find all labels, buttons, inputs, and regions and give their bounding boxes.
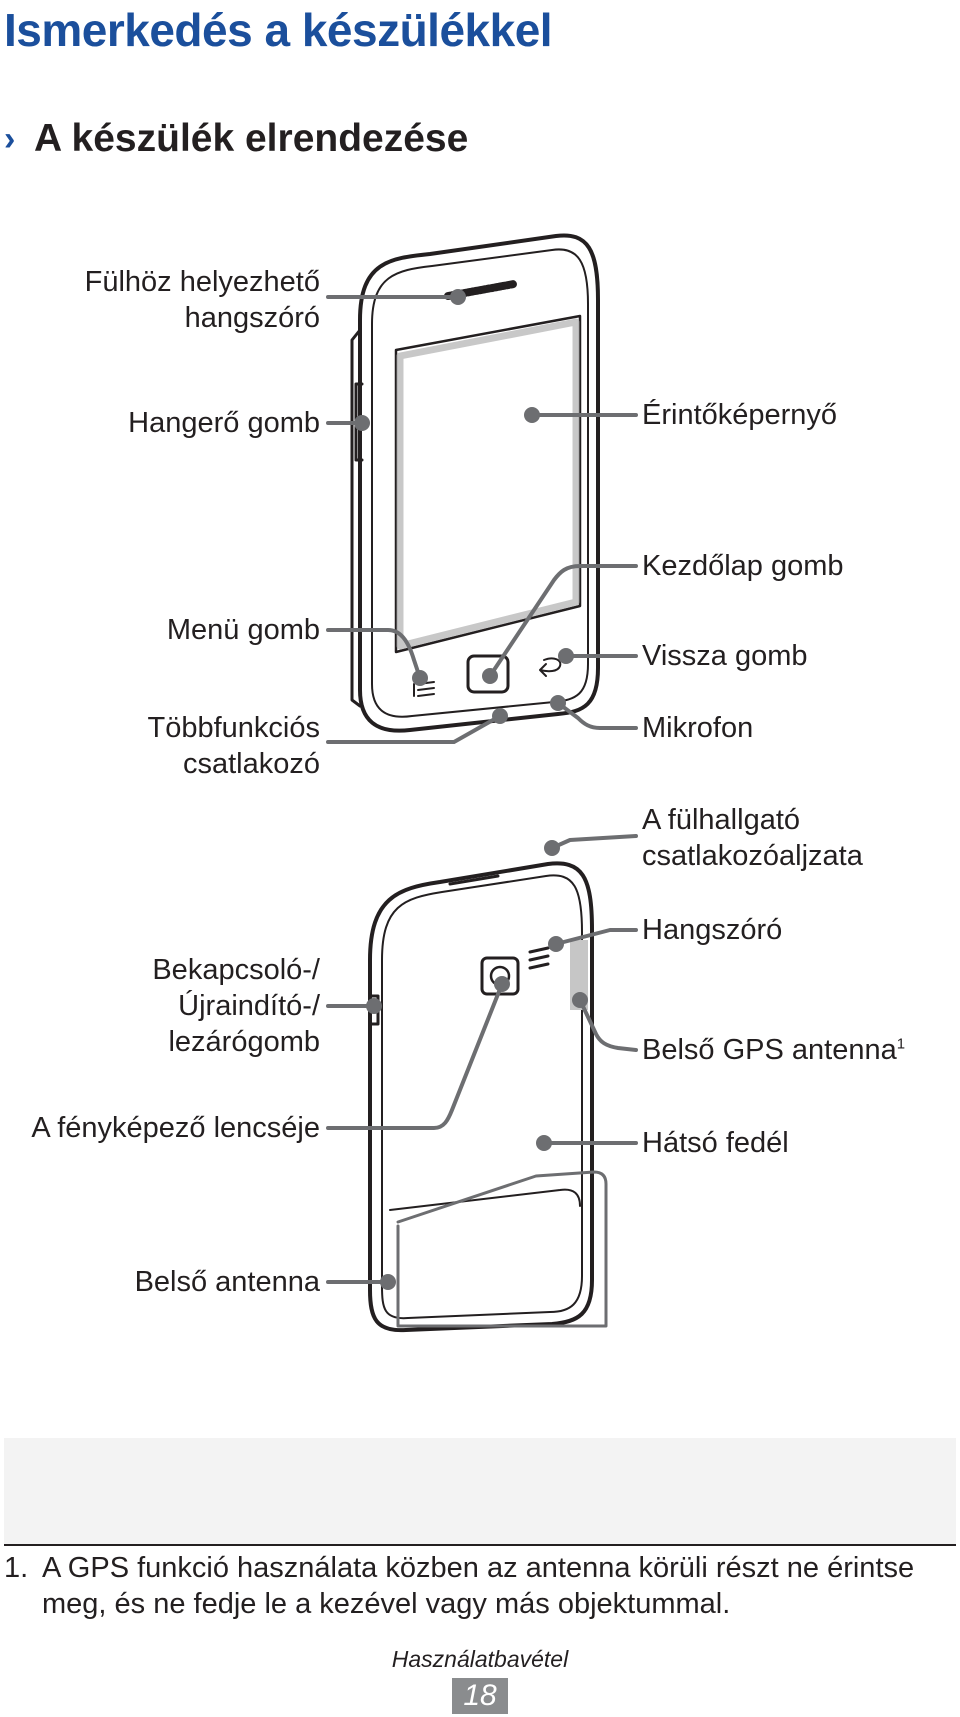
label-power: Bekapcsoló-/ Újraindító-/ lezárógomb [152,954,320,1058]
label-camera: A fényképező lencséje [31,1112,320,1144]
device-diagram [326,233,638,1333]
gps-antenna-area [570,940,588,1010]
label-back-cover: Hátsó fedél [642,1127,789,1159]
section-heading: › A készülék elrendezése [4,112,468,166]
label-multifunction: Többfunkciós csatlakozó [147,712,321,780]
label-gps-antenna: Belső GPS antenna1 [642,1034,906,1066]
label-home: Kezdőlap gomb [642,550,844,582]
label-internal-antenna: Belső antenna [134,1266,320,1298]
footnote: 1. A GPS funkció használata közben az an… [4,1550,956,1622]
footnote-number: 1. [4,1552,29,1584]
footer-section-name: Használatbavétel [391,1646,569,1672]
page-title: Ismerkedés a készülékkel [4,4,553,56]
label-menu: Menü gomb [166,614,320,646]
label-back: Vissza gomb [642,640,808,672]
label-volume: Hangerő gomb [128,407,320,439]
back-phone-illustration [368,861,594,1333]
footnote-divider [4,1544,956,1546]
label-earpiece: Fülhöz helyezhető hangszóró [84,266,320,334]
note-background [4,1438,956,1544]
chevron-right-icon: › [4,119,16,158]
footnote-ref: 1 [896,1035,906,1053]
leader-lines [326,295,638,1328]
label-microphone: Mikrofon [642,712,754,744]
label-headset-jack: A fülhallgató csatlakozóaljzata [642,804,863,872]
label-speaker: Hangszóró [642,914,783,946]
page-number: 18 [452,1678,508,1714]
footnote-text: A GPS funkció használata közben az anten… [42,1552,915,1620]
label-touchscreen: Érintőképernyő [642,399,838,431]
section-title: A készülék elrendezése [34,117,469,160]
front-phone-illustration [350,233,600,733]
callout-dots [354,289,588,1290]
